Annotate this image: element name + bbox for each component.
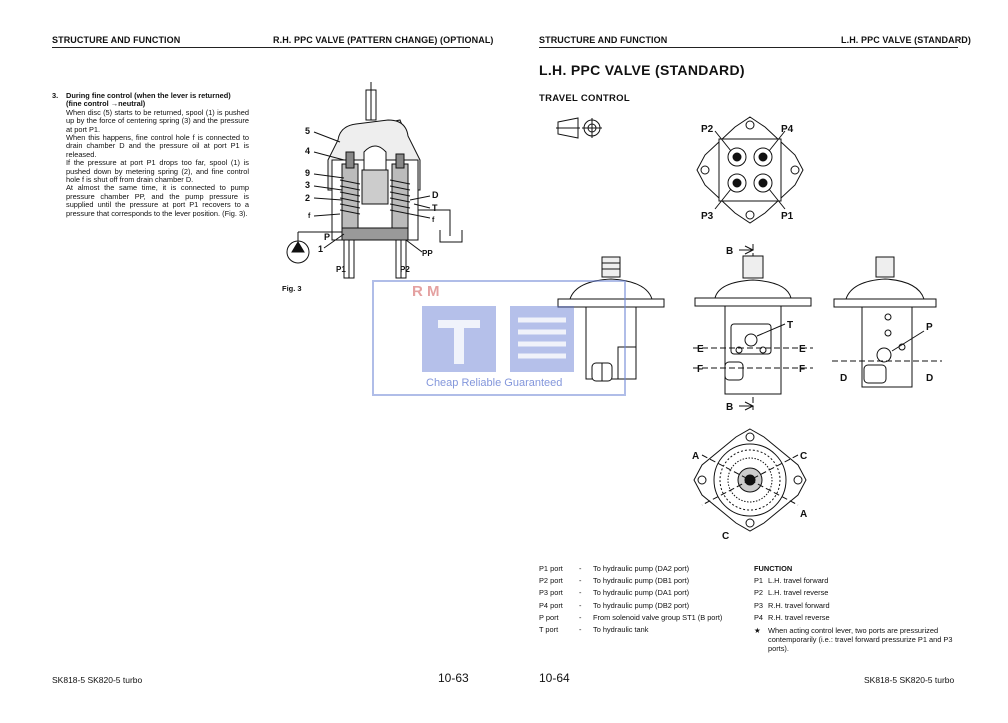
left-header-rule	[52, 47, 470, 48]
port-label-p1: P1	[781, 211, 794, 222]
section-label-e-left: E	[697, 344, 704, 355]
function-title: FUNCTION	[754, 564, 793, 573]
watermark-slogan: Cheap Reliable Guaranteed	[426, 377, 562, 389]
fig-label-pp: PP	[422, 249, 433, 258]
item-title-line1: During fine control (when the lever is r…	[66, 91, 231, 100]
section-label-d-left: D	[840, 373, 847, 384]
list-item: P4 port-To hydraulic pump (DB2 port)	[539, 600, 690, 610]
list-item: P2 port-To hydraulic pump (DB1 port)	[539, 576, 690, 586]
page-title: L.H. PPC VALVE (STANDARD)	[539, 62, 745, 78]
projection-symbol	[556, 117, 602, 139]
list-item: P3 port-To hydraulic pump (DA1 port)	[539, 588, 690, 598]
right-header-title: L.H. PPC VALVE (STANDARD)	[841, 35, 971, 45]
list-item: T port-To hydraulic tank	[539, 625, 649, 635]
fig-label-2: 2	[305, 193, 310, 203]
paragraph-4: At almost the same time, it is connected…	[66, 183, 249, 218]
function-note: ★When acting control lever, two ports ar…	[754, 626, 953, 654]
right-header-section: STRUCTURE AND FUNCTION	[539, 35, 668, 45]
section-label-c-top: C	[800, 451, 807, 462]
valve-front-view: B B T E E F F	[693, 244, 813, 413]
port-label-t: T	[787, 320, 793, 331]
figure-caption: Fig. 3	[282, 284, 302, 293]
fig-label-5: 5	[305, 126, 310, 136]
valve-side-view-left	[557, 256, 665, 382]
left-header-section: STRUCTURE AND FUNCTION	[52, 35, 181, 45]
port-label-p: P	[926, 322, 933, 333]
watermark: R M Cheap Reliable Guaranteed	[372, 280, 626, 396]
valve-side-view-right: P D D	[832, 256, 942, 388]
port-label-p2: P2	[701, 124, 714, 135]
fig-label-3: 3	[305, 180, 310, 190]
port-list: P1 port-To hydraulic pump (DA2 port) P2 …	[539, 563, 722, 636]
section-subtitle: TRAVEL CONTROL	[539, 93, 630, 104]
valve-bottom-view: A C A C	[692, 428, 807, 542]
paragraph-3: If the pressure at port P1 drops too far…	[66, 158, 249, 185]
paragraph-1: When disc (5) starts to be returned, spo…	[66, 107, 249, 134]
section-label-d-right: D	[926, 373, 933, 384]
fig-label-f-right: f	[432, 217, 435, 224]
fig-label-t: T	[432, 203, 438, 213]
fig-label-9: 9	[305, 168, 310, 178]
section-label-b-bottom: B	[726, 402, 733, 413]
left-header-title: R.H. PPC VALVE (PATTERN CHANGE) (OPTIONA…	[273, 35, 494, 45]
list-item: P1 port-To hydraulic pump (DA2 port)	[539, 564, 690, 573]
fig-label-p2: P2	[400, 265, 410, 274]
section-label-f-right: F	[799, 364, 805, 375]
star-icon: ★	[754, 626, 761, 636]
fig-label-f-left: f	[308, 213, 311, 220]
list-item: P port-From solenoid valve group ST1 (B …	[539, 612, 723, 622]
section-label-c-bottom: C	[722, 531, 729, 542]
fig-label-d: D	[432, 190, 439, 200]
right-header-rule	[539, 47, 958, 48]
left-page-number: 10-63	[438, 671, 469, 685]
section-label-a-bottom: A	[800, 509, 807, 520]
section-label-e-right: E	[799, 344, 806, 355]
fig-label-p1: P1	[336, 265, 346, 274]
valve-top-view: P2 P4 P3 P1	[696, 116, 804, 224]
watermark-letters: R M	[412, 283, 440, 300]
section-label-f-left: F	[697, 364, 703, 375]
section-label-a-top: A	[692, 451, 699, 462]
port-label-p3: P3	[701, 211, 714, 222]
paragraph-2: When this happens, fine control hole f i…	[66, 133, 249, 159]
fig-label-1: 1	[318, 244, 323, 254]
right-footer-model: SK818-5 SK820-5 turbo	[864, 675, 955, 685]
fig-label-4: 4	[305, 146, 310, 156]
ppc-valve-section-figure: 5 4 9 3 2 f P 1 P1 P2 PP D T f	[286, 82, 463, 279]
fine-control-section: 3. During fine control (when the lever i…	[52, 91, 249, 218]
item-number: 3.	[52, 91, 59, 100]
item-title-line2: (fine control →neutral)	[66, 99, 146, 109]
left-footer-model: SK818-5 SK820-5 turbo	[52, 675, 143, 685]
section-label-b-top: B	[726, 246, 733, 257]
port-label-p4: P4	[781, 124, 794, 135]
right-page-number: 10-64	[539, 671, 570, 685]
fig-label-p: P	[324, 232, 330, 242]
